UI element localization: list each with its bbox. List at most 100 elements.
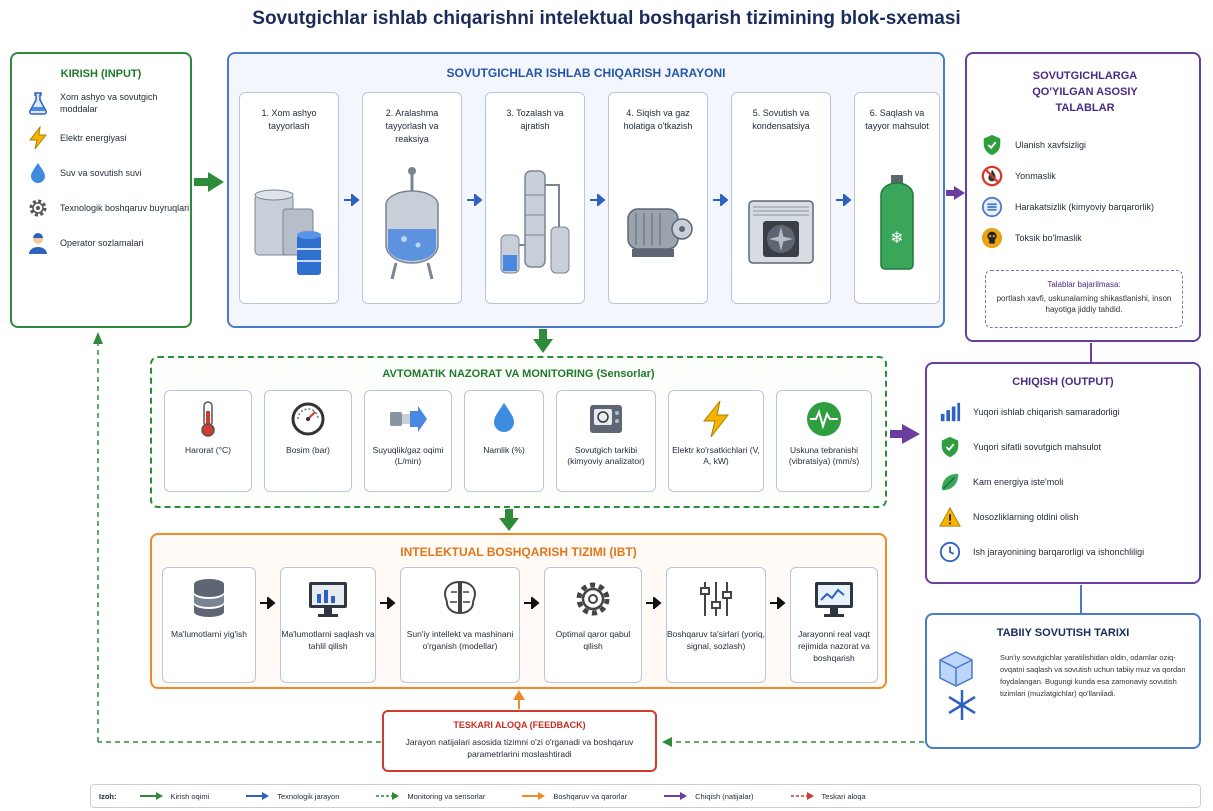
dashed-arrow-icon: [790, 792, 814, 800]
solid-arrow-icon: [139, 792, 163, 800]
input-to-process-arrow: [194, 172, 224, 192]
display-icon: [815, 582, 853, 617]
requirement-label: Toksik bo'lmaslik: [1015, 233, 1082, 243]
analyzer-icon: [590, 405, 622, 433]
process-step-label: 6. Saqlash va tayyor mahsulot: [865, 108, 929, 131]
lightning-icon: [28, 126, 48, 150]
process-step: 6. Saqlash va tayyor mahsulot ❄: [854, 92, 940, 304]
input-item-label: Suv va sovutish suvi: [60, 168, 142, 178]
input-item-label: Xom ashyo va sovutgich moddalar: [60, 92, 158, 114]
legend-item: Chiqish (natijalar): [663, 791, 754, 801]
ibt-block: Boshqaruv ta'sirlari (yoriq, signal, soz…: [666, 567, 766, 683]
process-step: 5. Sovutish va kondensatsiya: [731, 92, 831, 304]
ibt-block-label: Ma'lumotlarni yig'ish: [171, 629, 247, 639]
monitoring-to-output-arrow: [890, 424, 920, 444]
output-label: Kam energiya iste'moli: [973, 477, 1064, 487]
sensor-card: Harorat (°C): [164, 390, 252, 492]
stability-icon: [981, 196, 1003, 218]
sensor-label: Elektr ko'rsatkichlari (V, A, kW): [672, 445, 760, 466]
process-step-label: 3. Tozalash va ajratish: [506, 108, 564, 131]
output-label: Yuqori ishlab chiqarish samaradorligi: [973, 407, 1120, 417]
humidity-icon: [494, 403, 514, 432]
input-item: Suv va sovutish suvi: [26, 161, 190, 185]
gear-icon: [576, 582, 610, 616]
monitoring-to-ibt-arrow: [499, 509, 519, 531]
ibt-arrow: [260, 597, 276, 609]
flow-icon: [390, 406, 427, 432]
process-to-requirements-arrow: [946, 186, 965, 200]
history-to-feedback-dashed-arrow: [662, 737, 924, 747]
feedback-to-ibt-arrow: [513, 690, 525, 709]
ibt-arrow: [646, 597, 662, 609]
reactor-icon: [385, 167, 439, 280]
output-item: Yuqori ishlab chiqarish samaradorligi: [939, 401, 1199, 423]
monitor-chart-icon: [309, 582, 347, 617]
ibt-block: Jarayonni real vaqt rejimida nazorat va …: [790, 567, 878, 683]
ibt-block: Optimal qaror qabul qilish: [544, 567, 642, 683]
legend: Izoh: Kirish oqimi Texnologik jarayon Mo…: [90, 784, 1201, 808]
legend-label: Texnologik jarayon: [277, 791, 340, 801]
requirements-note: Talablar bajarilmasa: portlash xavfi, us…: [985, 270, 1183, 328]
legend-item: Monitoring va sensorlar: [375, 791, 485, 801]
process-step-label: 1. Xom ashyo tayyorlash: [261, 108, 317, 131]
process-arrow: [590, 194, 606, 206]
output-heading: CHIQISH (OUTPUT): [1012, 376, 1114, 388]
requirement-item: Harakatsizlik (kimyoviy barqarorlik): [981, 196, 1199, 218]
legend-item: Kirish oqimi: [139, 791, 209, 801]
output-label: Nosozliklarning oldini olish: [973, 512, 1079, 522]
output-item: Yuqori sifatli sovutgich mahsulot: [939, 436, 1199, 458]
requirement-label: Harakatsizlik (kimyoviy barqarorlik): [1015, 202, 1155, 212]
requirement-label: Yonmaslik: [1015, 171, 1056, 181]
ibt-block-label: Ma'lumotlarni saqlash va tahlil qilish: [281, 629, 375, 651]
process-step: 3. Tozalash va ajratish: [485, 92, 585, 304]
sensor-card: Sovutgich tarkibi (kimyoviy analizator): [556, 390, 656, 492]
process-arrow: [713, 194, 729, 206]
input-item-label: Operator sozlamalari: [60, 238, 144, 248]
sensor-card: Uskuna tebranishi (vibratsiya) (mm/s): [776, 390, 872, 492]
brain-icon: [443, 580, 477, 615]
pressure-gauge-icon: [291, 402, 325, 436]
sensor-label: Uskuna tebranishi (vibratsiya) (mm/s): [788, 445, 860, 466]
vibration-icon: [807, 402, 841, 436]
input-item: Operator sozlamalari: [26, 231, 190, 255]
requirements-panel: SOVUTGICHLARGA QO'YILGAN ASOSIY TALABLAR…: [965, 52, 1201, 342]
input-panel: KIRISH (INPUT) Xom ashyo va sovutgich mo…: [10, 52, 192, 328]
dashed-arrow-icon: [376, 792, 400, 800]
legend-label: Boshqaruv va qarorlar: [553, 791, 628, 801]
sensor-card: Namlik (%): [464, 390, 544, 492]
ibt-arrow: [524, 597, 540, 609]
ibt-block-label: Jarayonni real vaqt rejimida nazorat va …: [798, 629, 870, 663]
distillation-column-icon: [500, 170, 570, 274]
process-step-label: 5. Sovutish va kondensatsiya: [752, 108, 810, 131]
compressor-icon: [627, 208, 693, 257]
sliders-icon: [700, 582, 732, 616]
output-label: Yuqori sifatli sovutgich mahsulot: [973, 442, 1102, 452]
legend-label: Monitoring va sensorlar: [407, 791, 486, 801]
thermometer-icon: [201, 401, 215, 437]
solid-arrow-icon: [522, 792, 546, 800]
gas-cylinder-icon: ❄: [880, 175, 914, 270]
tanks-icon: [254, 189, 321, 275]
legend-label: Teskari aloqa: [821, 791, 866, 801]
ice-snowflake-icon: [939, 651, 976, 720]
output-item: Kam energiya iste'moli: [939, 471, 1199, 493]
history-panel: TABIIY SOVUTISH TARIXI: [925, 613, 1201, 749]
process-to-monitoring-arrow: [533, 329, 553, 353]
ibt-panel: INTELEKTUAL BOSHQARISH TIZIMI (IBT) Ma'l…: [150, 533, 887, 689]
input-heading: KIRISH (INPUT): [60, 68, 142, 80]
clock-icon: [939, 541, 961, 563]
sensor-label: Harorat (°C): [185, 445, 231, 455]
solid-arrow-icon: [246, 792, 270, 800]
process-heading: SOVUTGICHLAR ISHLAB CHIQARISH JARAYONI: [446, 66, 726, 80]
sensor-label: Sovutgich tarkibi (kimyoviy analizator): [567, 445, 645, 466]
output-panel: CHIQISH (OUTPUT) Yuqori ishlab chiqarish…: [925, 362, 1201, 584]
process-step-label: 4. Siqish va gaz holatiga o'tkazish: [623, 108, 693, 131]
input-item: Texnologik boshqaruv buyruqlari: [26, 196, 190, 220]
process-step-label: 2. Aralashma tayyorlash va reaksiya: [385, 108, 439, 144]
input-item-label: Texnologik boshqaruv buyruqlari: [60, 203, 190, 213]
sensor-card: Suyuqlik/gaz oqimi (L/min): [364, 390, 452, 492]
legend-label: Chiqish (natijalar): [695, 791, 754, 801]
legend-item: Texnologik jarayon: [245, 791, 339, 801]
output-item: Nosozliklarning oldini olish: [939, 506, 1199, 528]
input-item-label: Elektr energiyasi: [60, 133, 127, 143]
